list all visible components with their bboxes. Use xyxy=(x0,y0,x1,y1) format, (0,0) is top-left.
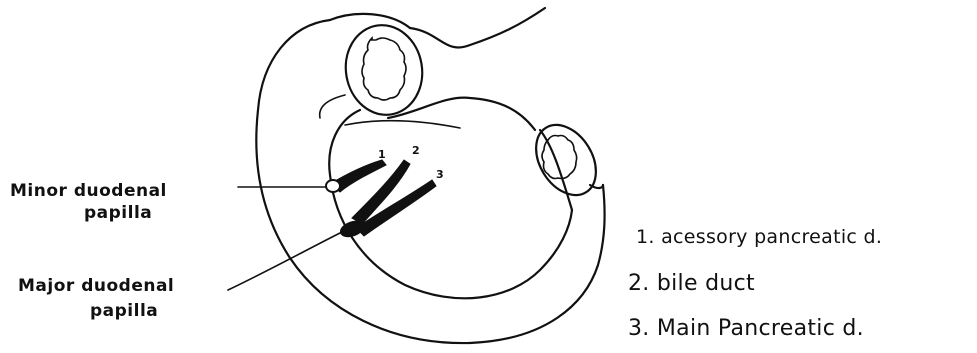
legend-item-1: 1. acessory pancreatic d. xyxy=(636,226,882,248)
svg-text:papilla: papilla xyxy=(84,203,152,223)
legend: 1. acessory pancreatic d. 2. bile duct 3… xyxy=(628,226,882,341)
duct-number-3: 3 xyxy=(436,168,444,181)
legend-item-2: 2. bile duct xyxy=(628,271,755,296)
svg-text:Major duodenal: Major duodenal xyxy=(18,276,174,296)
major-papilla-leader xyxy=(228,232,342,290)
proximal-cut-end xyxy=(339,19,429,121)
duct-number-1: 1 xyxy=(378,148,386,161)
distal-cut-end xyxy=(524,114,608,210)
duct-number-2: 2 xyxy=(412,144,420,157)
svg-text:Minor duodenal: Minor duodenal xyxy=(10,181,167,201)
ducts xyxy=(326,160,436,240)
minor-papilla-label: Minor duodenal papilla xyxy=(10,181,167,223)
pancreas-lower-edge xyxy=(388,98,535,130)
legend-item-3: 3. Main Pancreatic d. xyxy=(628,316,864,341)
svg-text:papilla: papilla xyxy=(90,301,158,321)
major-papilla-label: Major duodenal papilla xyxy=(18,276,174,321)
pancreas-outline xyxy=(410,8,545,47)
minor-papilla-mark xyxy=(326,180,340,192)
